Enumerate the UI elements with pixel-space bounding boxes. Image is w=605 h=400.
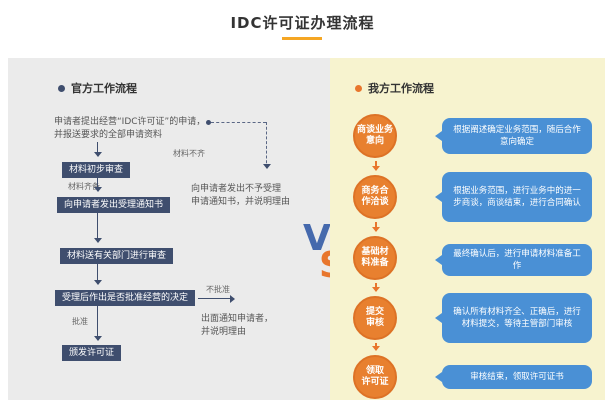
flow-box-issue-license: 颁发许可证 bbox=[62, 345, 122, 361]
bullet-icon bbox=[355, 84, 362, 92]
title-underline bbox=[282, 37, 322, 40]
official-process-header: 官方工作流程 bbox=[58, 80, 137, 96]
label-rejected: 不批准 bbox=[206, 285, 230, 294]
step-note-submit-review: 确认所有材料齐全、正确后，进行材料提交，等待主管部门审核 bbox=[435, 293, 592, 343]
note-not-accepted: 向申请者发出不予受理 申请通知书，并说明理由 bbox=[191, 184, 291, 207]
orange-arrow-1 bbox=[372, 161, 380, 171]
step-circle-get-license: 领取 许可证 bbox=[353, 355, 397, 399]
flow-box-acceptance-notice: 向申请者发出受理通知书 bbox=[57, 197, 171, 213]
arrow-right-rejected bbox=[198, 294, 235, 303]
step-circle-business-intent: 商谈业务 意向 bbox=[353, 114, 397, 158]
arrow-down-3 bbox=[93, 213, 102, 243]
label-approved: 批准 bbox=[72, 317, 88, 326]
official-process-panel: 官方工作流程 申请者提出经营“IDC许可证”的申请， 并报送要求的全部申请资料 … bbox=[8, 58, 330, 400]
flow-box-initial-review: 材料初步审查 bbox=[62, 162, 131, 178]
step-note-get-license: 审核结束，领取许可证书 bbox=[435, 365, 592, 389]
arrow-down-1 bbox=[93, 142, 102, 157]
dashed-connector-horizontal bbox=[211, 122, 266, 123]
vs-letter-v: V bbox=[303, 218, 331, 259]
step-note-material-preparation: 最终确认后，进行申请材料准备工作 bbox=[435, 244, 592, 276]
our-process-panel: 我方工作流程 商谈业务 意向 根据阐述确定业务范围，随后合作意向确定 商务合 作… bbox=[330, 58, 605, 400]
orange-arrow-2 bbox=[372, 222, 380, 232]
official-process-title: 官方工作流程 bbox=[71, 82, 137, 95]
step-note-business-intent: 根据阐述确定业务范围，随后合作意向确定 bbox=[435, 118, 592, 154]
orange-arrow-3 bbox=[372, 283, 380, 292]
flow-box-approval-decision: 受理后作出是否批准经营的决定 bbox=[55, 290, 196, 306]
step-circle-cooperation-talks: 商务合 作洽谈 bbox=[353, 175, 397, 219]
bullet-icon bbox=[58, 84, 65, 92]
dashed-connector-vertical-arrow bbox=[262, 122, 271, 169]
step-circle-material-preparation: 基础材 料准备 bbox=[353, 236, 397, 280]
note-rejected: 出面通知申请者， 并说明理由 bbox=[201, 314, 274, 337]
label-materials-incomplete: 材料不齐 bbox=[173, 149, 205, 158]
orange-arrow-4 bbox=[372, 343, 380, 351]
our-process-header: 我方工作流程 bbox=[355, 80, 434, 96]
start-step-text: 申请者提出经营“IDC许可证”的申请， 并报送要求的全部申请资料 bbox=[54, 117, 206, 140]
flow-box-department-review: 材料送有关部门进行审查 bbox=[60, 248, 174, 264]
our-process-title: 我方工作流程 bbox=[368, 82, 434, 95]
page-title: IDC许可证办理流程 bbox=[230, 14, 375, 32]
label-materials-complete: 材料齐备 bbox=[68, 182, 100, 191]
connector-dot-icon bbox=[206, 120, 211, 125]
arrow-down-4 bbox=[93, 264, 102, 285]
step-note-cooperation-talks: 根据业务范围，进行业务中的进一步商谈，商谈结束，进行合同确认 bbox=[435, 172, 592, 222]
step-circle-submit-review: 提交 审核 bbox=[353, 296, 397, 340]
arrow-down-5 bbox=[93, 306, 102, 341]
arrow-down-2 bbox=[93, 178, 102, 192]
